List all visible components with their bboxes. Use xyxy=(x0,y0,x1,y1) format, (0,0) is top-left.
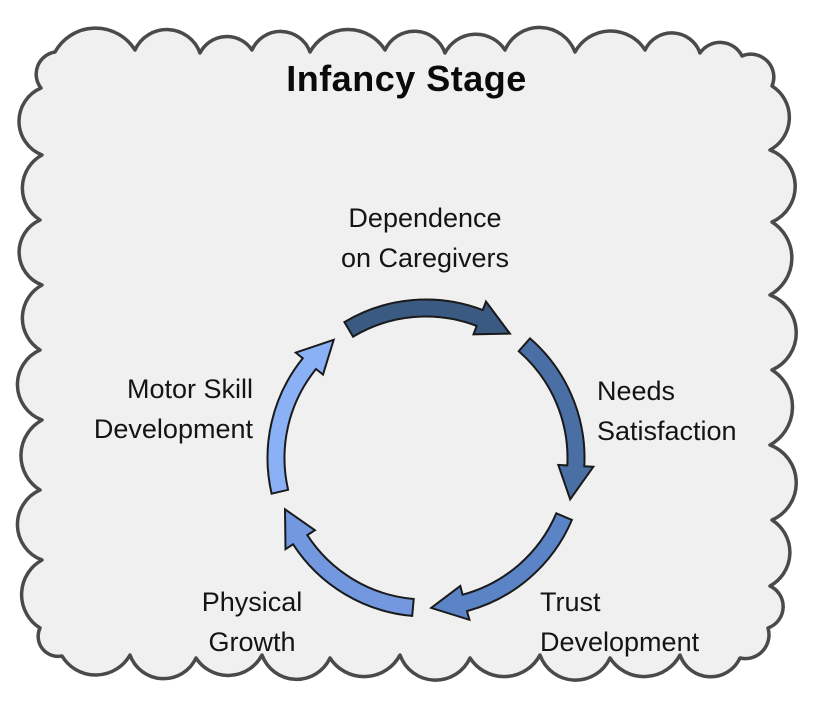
stage-label-trust-development: Trust Development xyxy=(540,587,700,657)
stage-label-needs-satisfaction: Needs Satisfaction xyxy=(597,376,737,446)
stage-label-motor-skill-development: Motor Skill Development xyxy=(93,374,253,444)
cycle-arrow-left xyxy=(266,338,336,495)
cycle-arrow-bottom-right xyxy=(429,511,574,622)
cycle-arrow-top xyxy=(343,298,512,339)
cycle-arrow-bottom-left xyxy=(283,507,415,617)
diagram-title: Infancy Stage xyxy=(286,58,527,99)
cycle-arrow-right xyxy=(517,336,596,502)
stage-label-dependence-on-caregivers: Dependence on Caregivers xyxy=(340,203,510,273)
stage-label-physical-growth: Physical Growth xyxy=(201,587,303,657)
cloud-border xyxy=(15,25,798,682)
